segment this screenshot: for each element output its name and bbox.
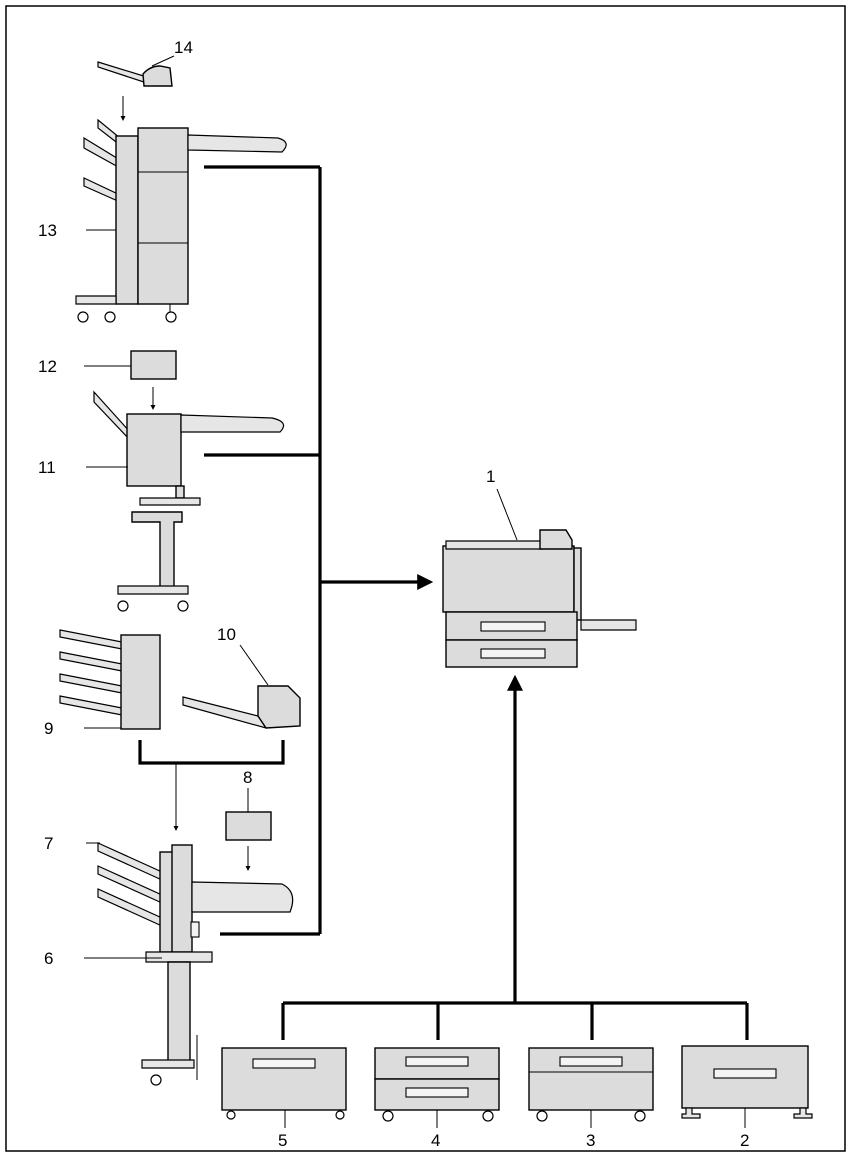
label-12: 12 [38,357,57,376]
label-2: 2 [740,1131,749,1150]
device-1-main-unit [442,529,637,668]
device-6-finisher [97,842,294,1086]
label-4: 4 [431,1131,440,1150]
label-10: 10 [217,625,236,644]
device-12-punch-unit [130,350,177,380]
label-9: 9 [44,719,53,738]
label-3: 3 [586,1131,595,1150]
device-9-mailbox [59,629,161,730]
label-5: 5 [278,1131,287,1150]
label-7: 7 [44,834,53,853]
device-11-finisher [93,390,285,612]
device-2-desk-with-feet [681,1045,813,1119]
leader-1 [496,488,518,541]
leader-10 [239,644,269,686]
label-13: 13 [38,221,57,240]
connector-9-10 [138,740,285,765]
label-6: 6 [44,949,53,968]
device-8-punch-kit [225,811,272,841]
device-10-job-separator [182,685,301,729]
leader-14 [151,55,175,67]
label-14: 14 [174,38,193,57]
device-5-desk [221,1047,347,1120]
label-8: 8 [243,768,252,787]
label-11: 11 [38,458,56,477]
device-13-finisher [75,118,287,323]
device-14-punch-kit [97,61,173,87]
diagram-frame [5,5,846,1152]
label-1: 1 [486,467,495,486]
